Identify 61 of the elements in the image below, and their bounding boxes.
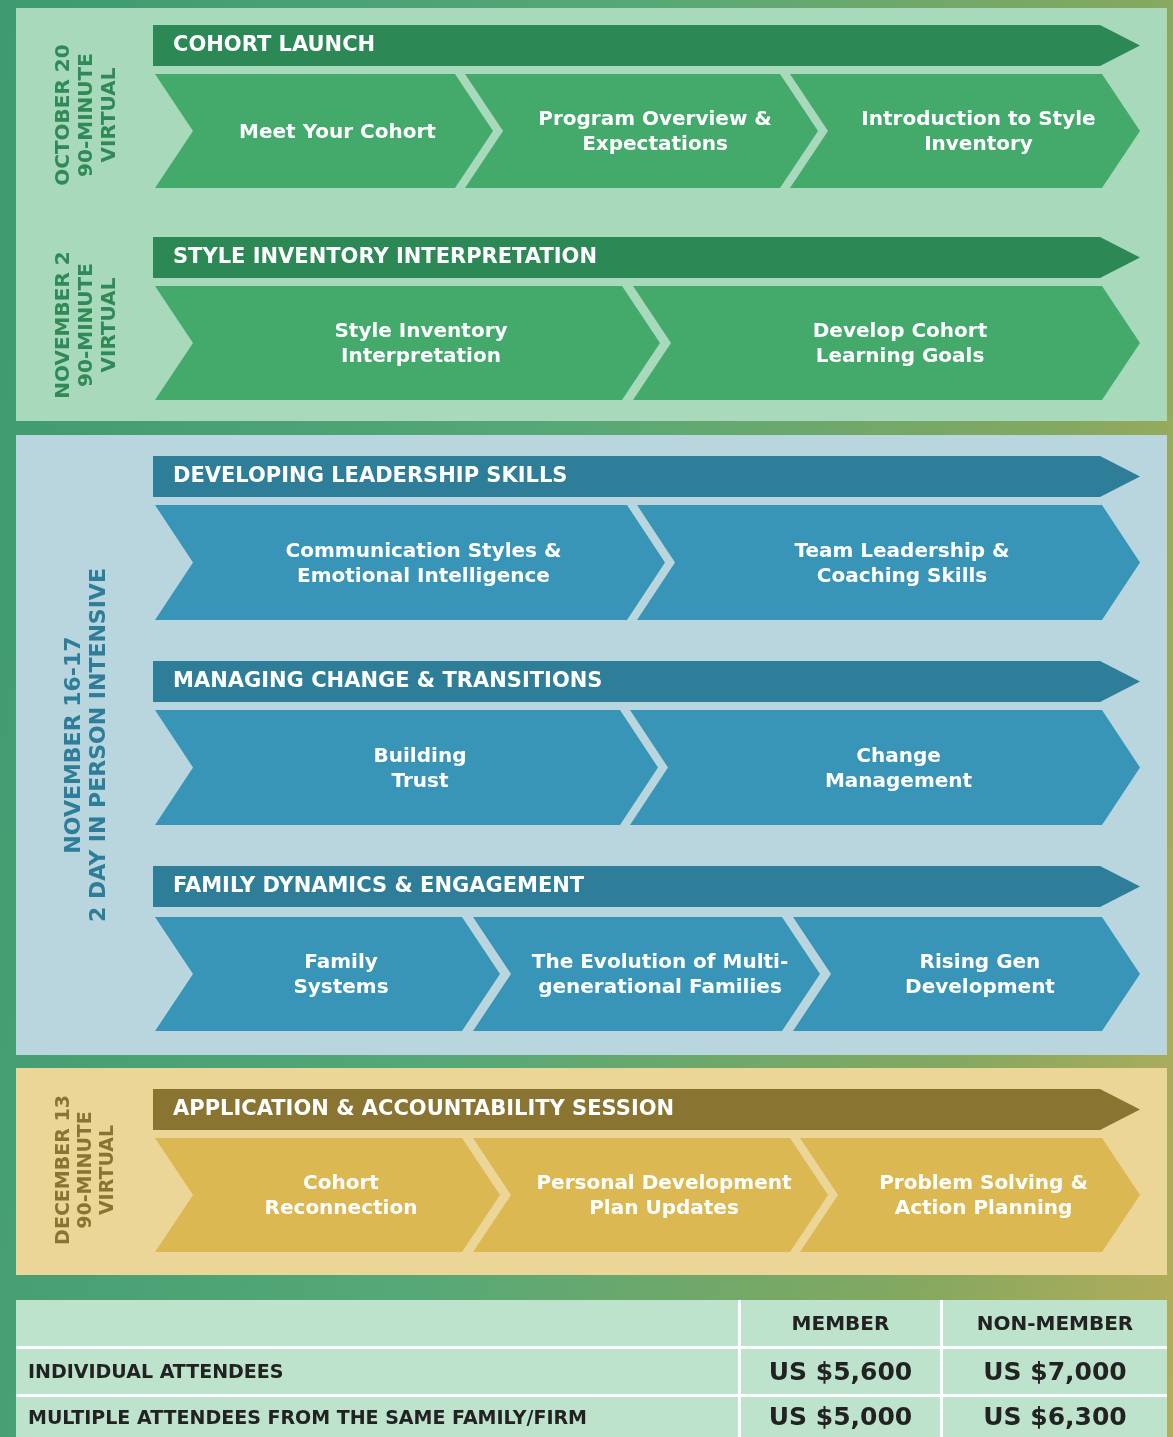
- date-label: NOVEMBER 2: [50, 250, 74, 400]
- topic-text: Style Inventory Interpretation: [333, 318, 509, 368]
- session-panel: [16, 435, 1167, 1055]
- topic-card: [155, 505, 665, 620]
- topic-card: [155, 917, 500, 1031]
- section-title: MANAGING CHANGE & TRANSITIONS: [173, 668, 603, 692]
- topic-card: [465, 74, 818, 188]
- section-title: STYLE INVENTORY INTERPRETATION: [173, 244, 597, 268]
- format-label: 90-MINUTE VIRTUAL: [73, 262, 120, 389]
- column-header: MEMBER: [790, 1310, 891, 1337]
- price: US $6,300: [982, 1401, 1128, 1433]
- topic-card: [800, 1138, 1140, 1252]
- topic-card: [630, 710, 1140, 825]
- topic-card: [473, 1138, 828, 1252]
- topic-text: Personal Development Plan Updates: [535, 1170, 793, 1220]
- date-label: NOVEMBER 16-17: [59, 635, 85, 856]
- topic-text: Family Systems: [292, 949, 390, 999]
- session-panel: [16, 8, 1167, 421]
- section-header-banner: [153, 456, 1140, 497]
- session-panel: [16, 1068, 1167, 1275]
- topic-text: Program Overview & Expectations: [537, 106, 773, 156]
- topic-text: Introduction to Style Inventory: [860, 106, 1097, 156]
- section-title: APPLICATION & ACCOUNTABILITY SESSION: [173, 1096, 675, 1120]
- section-header-banner: [153, 661, 1140, 702]
- format-label: 2 DAY IN PERSON INTENSIVE: [85, 567, 111, 924]
- section-title: COHORT LAUNCH: [173, 32, 376, 56]
- section-title: FAMILY DYNAMICS & ENGAGEMENT: [173, 873, 585, 897]
- row-label: INDIVIDUAL ATTENDEES: [28, 1359, 285, 1384]
- section-header-banner: [153, 237, 1140, 278]
- topic-card: [155, 74, 493, 188]
- date-label: OCTOBER 20: [50, 43, 74, 188]
- topic-text: The Evolution of Multi-generational Families: [530, 949, 790, 999]
- row-label: MULTIPLE ATTENDEES FROM THE SAME FAMILY/FIRM: [28, 1405, 588, 1430]
- topic-text: Cohort Reconnection: [263, 1170, 419, 1220]
- section-title: DEVELOPING LEADERSHIP SKILLS: [173, 463, 568, 487]
- price: US $7,000: [982, 1356, 1128, 1388]
- topic-card: [633, 286, 1140, 400]
- column-header: NON-MEMBER: [975, 1310, 1135, 1337]
- topic-card: [155, 1138, 500, 1252]
- topic-text: Team Leadership & Coaching Skills: [793, 537, 1011, 588]
- topic-card: [155, 710, 658, 825]
- section-header-banner: [153, 866, 1140, 907]
- topic-text: Meet Your Cohort: [238, 118, 437, 144]
- date-label: DECEMBER 13: [52, 1094, 75, 1247]
- topic-card: [155, 286, 660, 400]
- topic-text: Problem Solving & Action Planning: [878, 1170, 1089, 1220]
- topic-text: Change Management: [823, 742, 974, 793]
- price: US $5,600: [767, 1356, 914, 1388]
- topic-card: [637, 505, 1140, 620]
- topic-text: Communication Styles & Emotional Intelligence: [284, 537, 563, 588]
- section-header-banner: [153, 25, 1140, 66]
- price: US $5,000: [767, 1401, 914, 1433]
- topic-text: Rising Gen Development: [904, 949, 1056, 999]
- format-label: 90-MINUTE VIRTUAL: [73, 52, 120, 179]
- topic-card: [473, 917, 820, 1031]
- topic-text: Building Trust: [372, 742, 468, 793]
- topic-text: Develop Cohort Learning Goals: [811, 318, 989, 368]
- format-label: 90-MINUTE VIRTUAL: [74, 1110, 118, 1231]
- topic-card: [793, 917, 1140, 1031]
- section-header-banner: [153, 1089, 1140, 1130]
- topic-card: [790, 74, 1140, 188]
